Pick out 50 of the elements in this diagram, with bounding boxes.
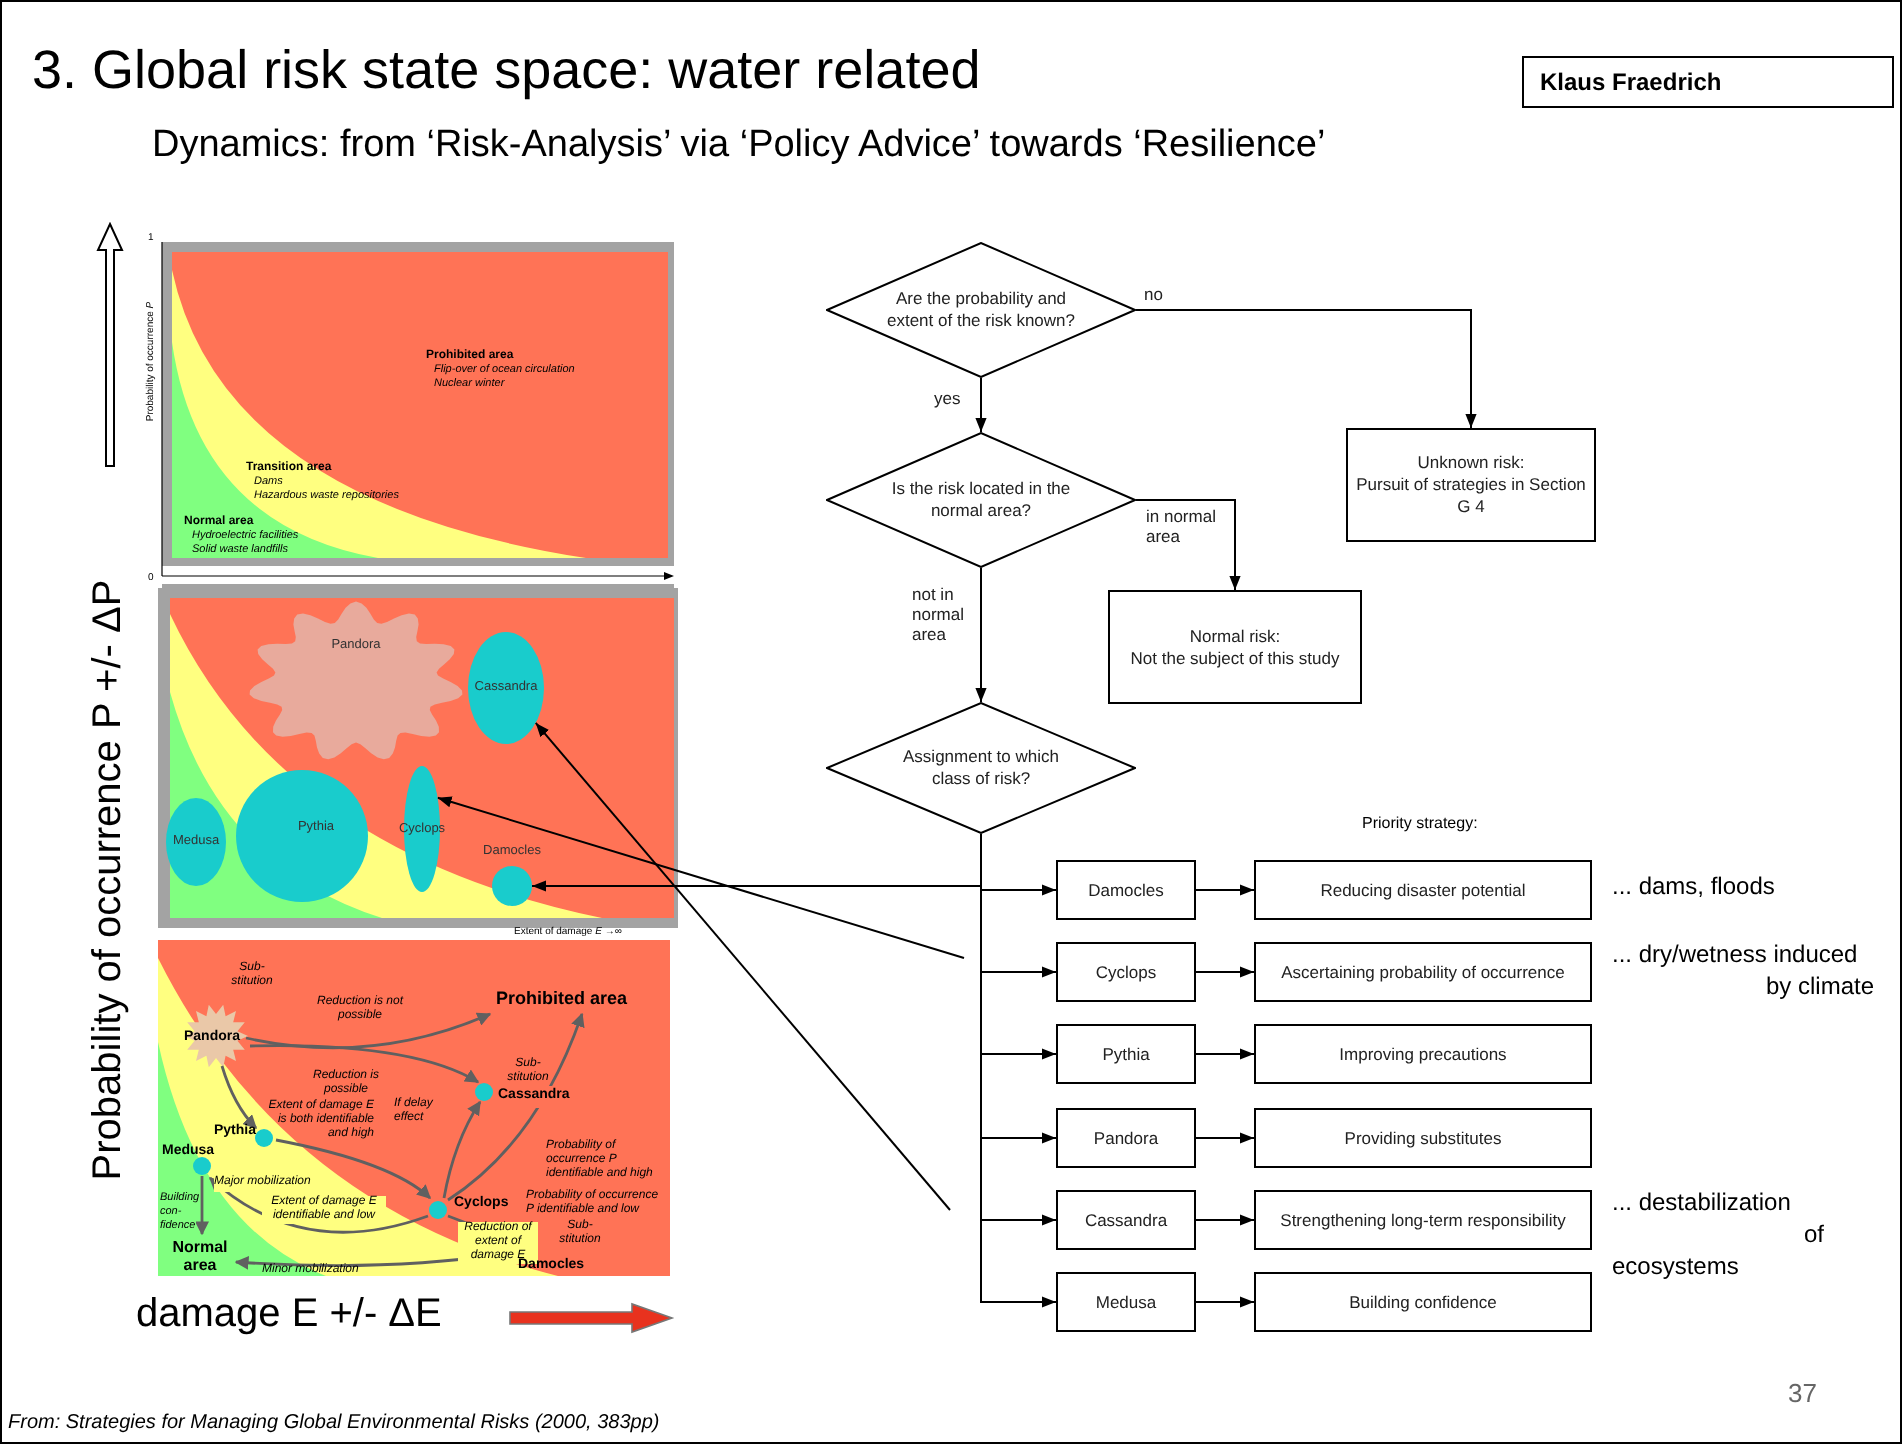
slide-title: 3. Global risk state space: water related xyxy=(32,38,981,104)
annotation: ecosystems xyxy=(1612,1250,1739,1284)
page-number: 37 xyxy=(1788,1376,1817,1412)
arrow xyxy=(436,796,965,959)
arrow xyxy=(975,567,987,703)
process-box: Cassandra xyxy=(1056,1190,1196,1250)
axis-title: Probability of occurrence P +/- ΔP xyxy=(84,577,132,1185)
arrow xyxy=(534,721,951,1211)
arrow xyxy=(1195,1214,1255,1226)
annotation: ... dry/wetness induced xyxy=(1612,938,1858,972)
source-caption: From: Strategies for Managing Global Environmental Risks (2000, 383pp) xyxy=(8,1410,660,1438)
decision-diamond: Assignment to which class of risk? xyxy=(826,702,1136,834)
process-box: Strengthening long-term responsibility xyxy=(1254,1190,1592,1250)
area-label: Normal area xyxy=(170,1238,230,1274)
annotation: ... dams, floods xyxy=(1612,870,1775,904)
arrow xyxy=(980,833,1057,1308)
area-label: Prohibited area xyxy=(496,986,628,1012)
process-box: Unknown risk: Pursuit of strategies in Section G 4 xyxy=(1346,428,1596,542)
edge-label: no xyxy=(1144,284,1163,304)
process-box: Pythia xyxy=(1056,1024,1196,1084)
arrow xyxy=(1195,1296,1255,1308)
arrow xyxy=(531,880,983,892)
process-box: Providing substitutes xyxy=(1254,1108,1592,1168)
column-heading: Priority strategy: xyxy=(1362,812,1478,836)
annotation: of xyxy=(1804,1218,1825,1252)
arrow xyxy=(1195,884,1255,896)
arrow xyxy=(1195,966,1255,978)
subtitle: Dynamics: from ‘Risk-Analysis’ via ‘Policy Advice’ towards ‘Resilience’ xyxy=(152,122,1326,170)
arrow xyxy=(975,377,987,433)
author-box: Klaus Fraedrich xyxy=(1522,56,1894,108)
arrow xyxy=(1135,499,1241,591)
process-box: Normal risk: Not the subject of this study xyxy=(1108,590,1362,704)
edge-label: yes xyxy=(934,388,961,408)
process-box: Improving precautions xyxy=(1254,1024,1592,1084)
decision-diamond: Are the probability and extent of the risk known? xyxy=(826,242,1136,378)
axis-title: damage E +/- ΔE xyxy=(136,1290,442,1340)
decision-diamond: Is the risk located in the normal area? xyxy=(826,432,1136,568)
annotation: by climate xyxy=(1766,970,1875,1004)
arrow xyxy=(1135,309,1477,429)
edge-label: in normal area xyxy=(1146,506,1218,546)
process-box: Reducing disaster potential xyxy=(1254,860,1592,920)
process-box: Ascertaining probability of occurrence xyxy=(1254,942,1592,1002)
arrow xyxy=(1195,1132,1255,1144)
process-box: Medusa xyxy=(1056,1272,1196,1332)
process-box: Damocles xyxy=(1056,860,1196,920)
process-box: Building confidence xyxy=(1254,1272,1592,1332)
process-box: Pandora xyxy=(1056,1108,1196,1168)
arrow xyxy=(1195,1048,1255,1060)
annotation: ... destabilization xyxy=(1612,1186,1791,1220)
process-box: Cyclops xyxy=(1056,942,1196,1002)
